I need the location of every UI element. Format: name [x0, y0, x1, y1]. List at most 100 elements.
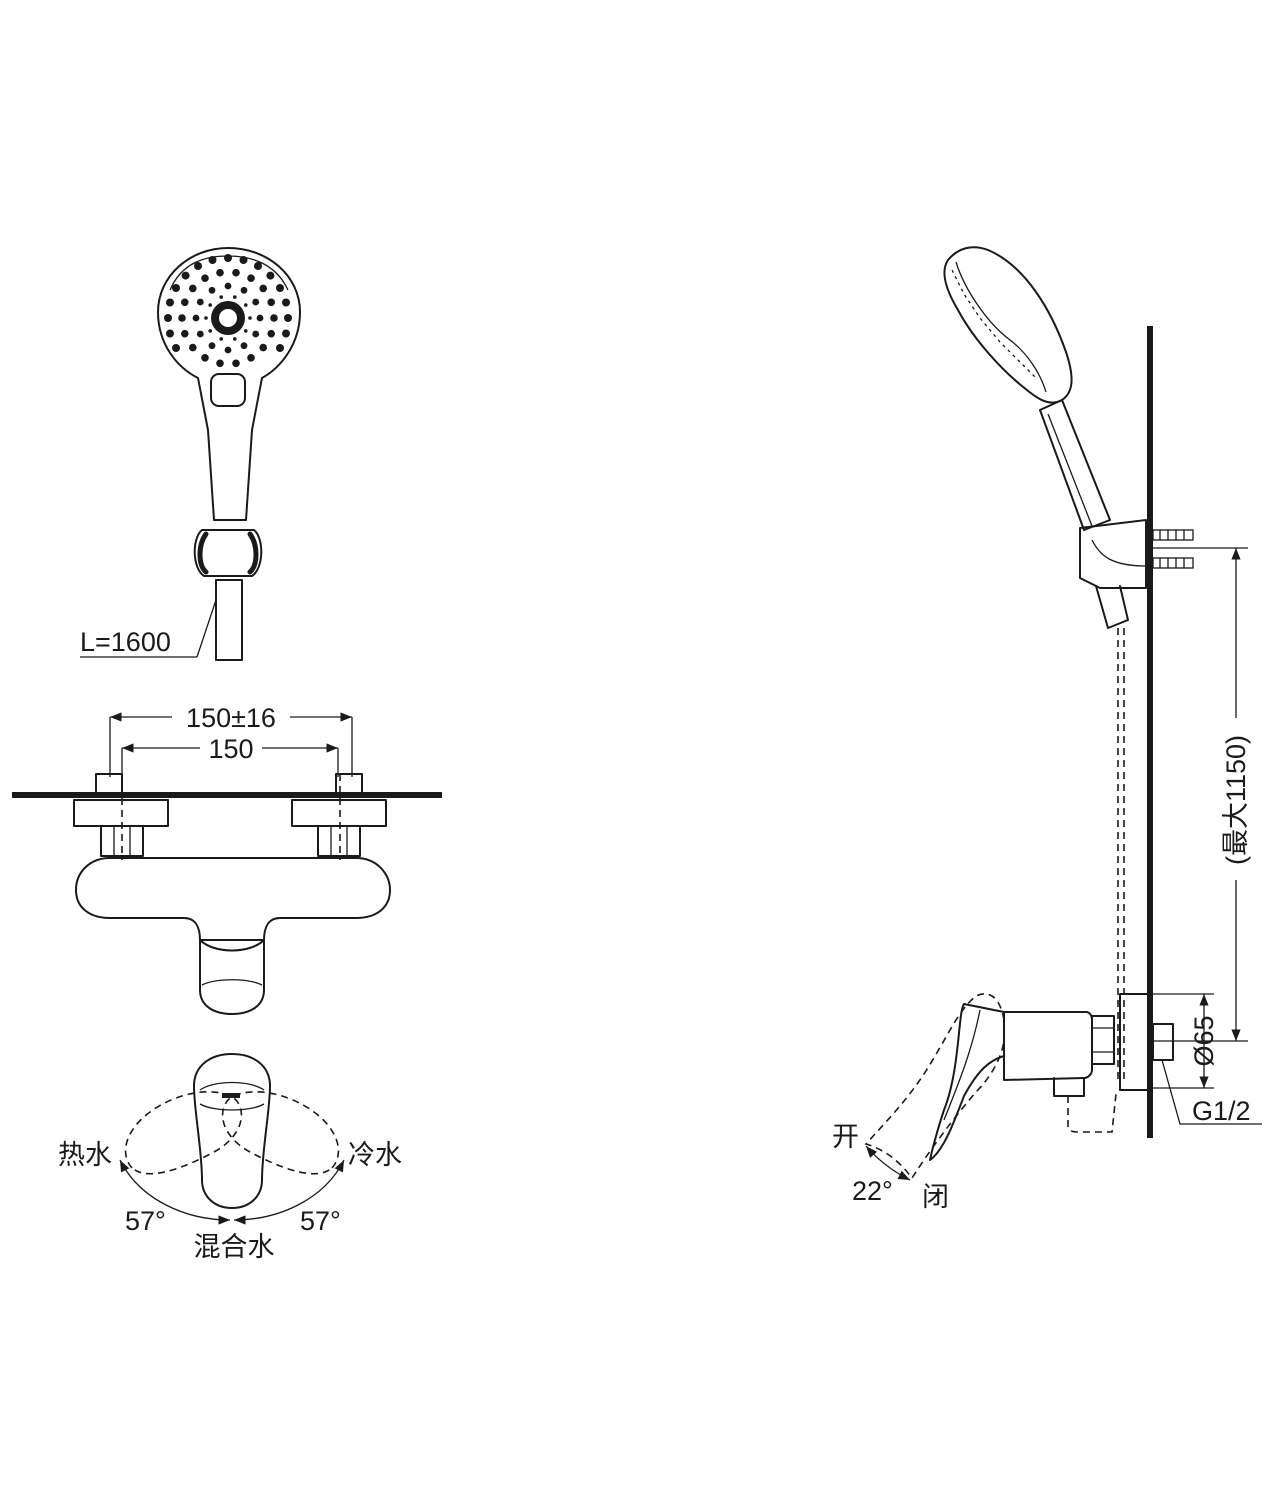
hose-side	[1095, 585, 1129, 629]
nozzle-dot	[224, 254, 232, 262]
nozzle-dot	[284, 314, 292, 322]
outlet-hidden	[1067, 1093, 1117, 1133]
nozzle-dot	[254, 262, 262, 270]
nozzle-dot	[219, 295, 223, 299]
handle-edge	[1047, 413, 1093, 527]
nozzle-dot	[216, 268, 224, 277]
nozzle-dot	[256, 314, 264, 322]
nozzle-dot	[208, 256, 217, 264]
nozzle-dot	[216, 359, 224, 368]
hose-length-label: L=1600	[80, 627, 171, 657]
nozzle-dot	[208, 342, 216, 350]
lever-side	[929, 1003, 1005, 1161]
rotation-arc-hot	[119, 1159, 231, 1225]
nut-side	[1091, 1015, 1115, 1065]
angle-left-label: 57°	[125, 1206, 166, 1236]
lever-hot-position	[124, 1091, 243, 1175]
spray-mode-button	[210, 373, 246, 407]
outlet-shade	[201, 979, 263, 986]
nozzle-dot	[164, 314, 172, 322]
lever-angle-arc	[865, 1145, 911, 1181]
max-height-label: (最大1150)	[1221, 735, 1251, 865]
nozzle-dot	[267, 329, 276, 338]
nozzle-dot	[252, 330, 260, 338]
nozzle-dot	[189, 284, 197, 293]
nozzle-dot	[270, 314, 278, 322]
nozzle-dot	[178, 314, 186, 322]
nozzle-dot	[240, 342, 248, 350]
nozzle-dot	[224, 346, 232, 354]
mixer-front-view: 150±16 150	[12, 703, 442, 1015]
lever-top-edge	[199, 1081, 265, 1091]
hand-shower-front-view: L=1600	[80, 247, 301, 661]
wall-holder	[193, 529, 263, 577]
nozzle-dot	[172, 344, 180, 352]
nozzle-dot	[240, 286, 248, 294]
nozzle-dot	[233, 295, 237, 299]
nozzle-dot	[247, 274, 255, 283]
nozzle-dot	[232, 359, 240, 368]
nozzle-dot	[266, 271, 275, 280]
wall-surface	[12, 792, 442, 798]
mixer-body	[75, 857, 391, 941]
nozzle-pattern	[164, 254, 292, 368]
inlet-spacing-label: 150	[208, 734, 253, 764]
flange-left	[73, 799, 169, 827]
holder-ring-right	[247, 531, 259, 575]
lever-rotation-view: 热水 冷水 57° 57° 混合水	[58, 1053, 402, 1262]
nozzle-dot	[282, 298, 290, 307]
nozzle-dot	[201, 274, 209, 283]
wall-flange-side	[1119, 993, 1149, 1091]
mixer-outlet	[199, 939, 265, 1015]
nozzle-dot	[208, 329, 212, 333]
inlet-left-stub	[95, 773, 123, 797]
nozzle-dot	[204, 316, 208, 320]
nozzle-dot	[208, 286, 216, 294]
mixer-body-side	[1003, 1011, 1093, 1081]
nozzle-dot	[276, 284, 284, 292]
head-face-edge	[955, 261, 1047, 393]
thread-label: G1/2	[1192, 1096, 1251, 1126]
center-nozzle	[219, 309, 237, 327]
nozzle-dot	[181, 271, 190, 280]
open-label: 开	[832, 1122, 859, 1152]
nozzle-dot	[192, 314, 200, 322]
nozzle-dot	[239, 256, 248, 264]
rotation-arc-cold	[233, 1159, 345, 1225]
inlet-right-stub	[335, 773, 363, 797]
shower-head-outline	[157, 247, 301, 521]
brand-mark	[222, 1093, 240, 1098]
nozzle-dot	[259, 284, 268, 293]
lever-cold-position	[221, 1091, 340, 1175]
nozzle-dot	[196, 298, 204, 306]
hose	[215, 579, 243, 661]
outlet-inner-curve	[199, 939, 265, 952]
hand-shower-head-side	[943, 246, 1073, 404]
nozzle-dot	[267, 298, 276, 307]
mounting-screws	[1152, 529, 1194, 569]
nozzle-dot	[166, 298, 174, 307]
holder-side	[1079, 519, 1147, 589]
nozzle-dot	[233, 337, 237, 341]
thread-leader	[1161, 1059, 1262, 1125]
nozzle-dot	[232, 268, 240, 277]
mixed-water-label: 混合水	[194, 1232, 275, 1262]
nozzle-dot	[196, 330, 204, 338]
nozzle-face-side	[951, 269, 1037, 379]
nozzle-dot	[247, 354, 255, 362]
lever-top-edge-lower	[199, 1103, 265, 1111]
lever-edge	[943, 1009, 981, 1121]
nozzle-dot	[208, 303, 212, 307]
nozzle-dot	[219, 337, 223, 341]
nozzle-dot	[282, 329, 290, 338]
nozzle-dot	[252, 298, 260, 306]
nozzle-dot	[189, 343, 197, 352]
lever-open-position	[864, 993, 1005, 1180]
nozzle-dot	[244, 303, 248, 307]
side-view: (最大1150) Ø65 G1/2 开 闭 22°	[832, 246, 1262, 1212]
angle-right-label: 57°	[300, 1206, 341, 1236]
hose-length-leader-angle	[196, 599, 217, 658]
diameter-label: Ø65	[1189, 1015, 1219, 1066]
inlet-spacing-adjust-label: 150±16	[186, 703, 276, 733]
